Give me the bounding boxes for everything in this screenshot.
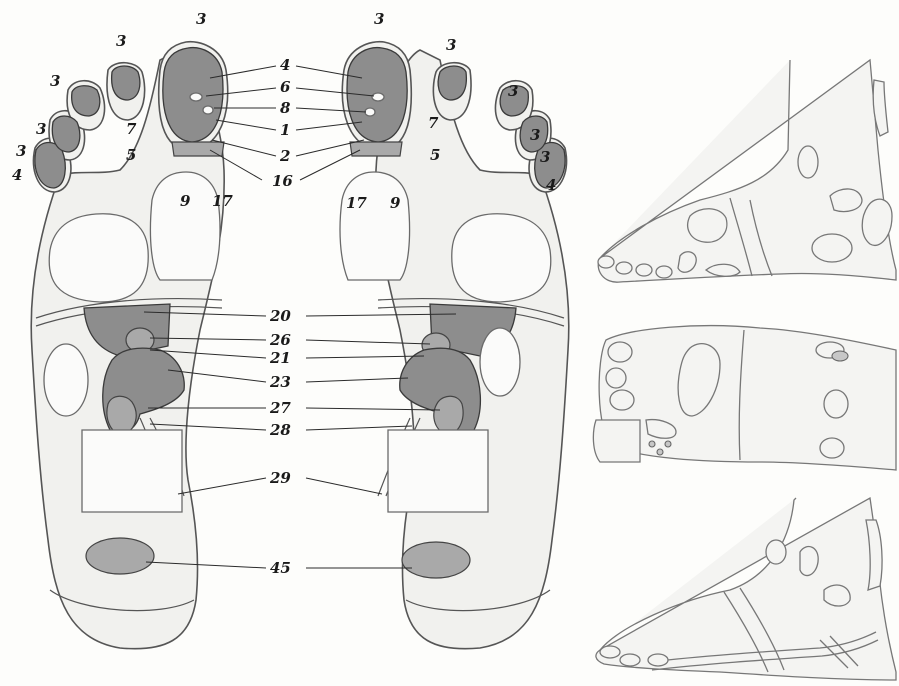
label-5-right: 5 bbox=[430, 146, 440, 164]
label-toe5-right: 3 bbox=[540, 148, 550, 166]
left-ball-big bbox=[150, 172, 220, 280]
left-arch-oval bbox=[44, 344, 88, 416]
label-9-left: 9 bbox=[180, 192, 191, 210]
label-toe4-right: 3 bbox=[530, 126, 540, 144]
right-toe-2-zone bbox=[438, 66, 466, 100]
label-edge-right: 4 bbox=[546, 176, 556, 194]
right-zone-27 bbox=[434, 396, 463, 434]
right-ball-big bbox=[340, 172, 410, 280]
label-big-toe-left: 3 bbox=[196, 10, 206, 28]
right-big-toe-spot-2 bbox=[365, 108, 375, 116]
right-ball-small bbox=[452, 214, 551, 302]
label-28: 28 bbox=[269, 421, 291, 439]
label-26: 26 bbox=[269, 331, 291, 349]
foot-side-view-middle bbox=[593, 326, 896, 470]
right-big-toe-spot-1 bbox=[372, 93, 384, 101]
label-17-right: 17 bbox=[346, 194, 367, 212]
left-toe-3-zone bbox=[72, 86, 100, 116]
left-heel-box bbox=[82, 430, 182, 512]
label-6: 6 bbox=[280, 78, 291, 96]
label-7-left: 7 bbox=[126, 120, 137, 138]
foot-side-view-top bbox=[598, 60, 896, 282]
foot-side-view-bottom bbox=[596, 498, 896, 680]
label-toe3-left: 3 bbox=[50, 72, 60, 90]
left-ball-small bbox=[49, 214, 148, 302]
label-toe4-left: 3 bbox=[36, 120, 46, 138]
left-toe-2-zone bbox=[112, 66, 140, 100]
label-toe3-right: 3 bbox=[508, 82, 518, 100]
left-zone-27 bbox=[107, 396, 136, 434]
label-toe2-right: 3 bbox=[446, 36, 456, 54]
label-27: 27 bbox=[269, 399, 291, 417]
right-heel-box bbox=[388, 430, 488, 512]
label-8: 8 bbox=[280, 99, 291, 117]
label-21: 21 bbox=[269, 349, 291, 367]
label-big-toe-right: 3 bbox=[374, 10, 384, 28]
label-9-right: 9 bbox=[390, 194, 401, 212]
label-23: 23 bbox=[269, 373, 291, 391]
left-big-toe-spot-2 bbox=[203, 106, 213, 114]
label-4: 4 bbox=[280, 56, 290, 74]
label-edge-left: 4 bbox=[12, 166, 22, 184]
right-arch-oval bbox=[480, 328, 520, 396]
label-5-left: 5 bbox=[126, 146, 136, 164]
label-29: 29 bbox=[269, 469, 291, 487]
label-toe5-left: 3 bbox=[16, 142, 26, 160]
left-zone-45 bbox=[86, 538, 154, 574]
label-16: 16 bbox=[272, 172, 293, 190]
label-1: 1 bbox=[280, 121, 290, 139]
left-big-toe-spot-1 bbox=[190, 93, 202, 101]
label-2: 2 bbox=[279, 147, 290, 165]
right-toe-base-strip bbox=[350, 142, 402, 156]
label-45: 45 bbox=[270, 559, 291, 577]
label-20: 20 bbox=[269, 307, 291, 325]
label-7-right: 7 bbox=[428, 114, 439, 132]
label-toe2-left: 3 bbox=[116, 32, 126, 50]
right-zone-45 bbox=[402, 542, 470, 578]
label-17-left: 17 bbox=[212, 192, 233, 210]
